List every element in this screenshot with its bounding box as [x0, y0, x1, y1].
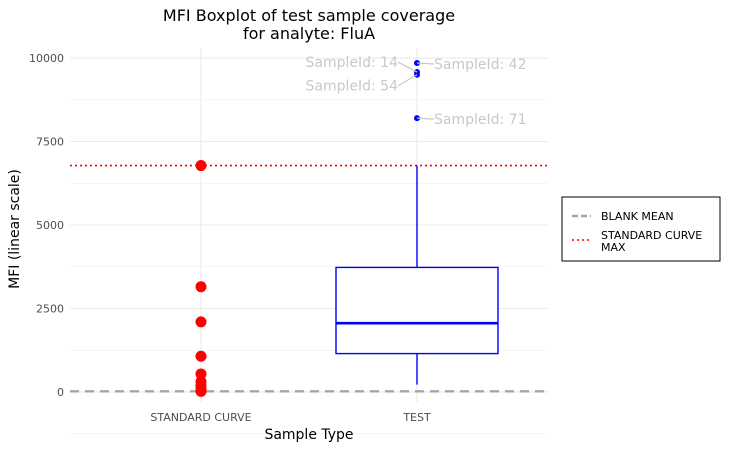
box-iqr	[335, 266, 499, 355]
outlier-label: SampleId: 71	[434, 112, 527, 128]
reference-lines	[70, 164, 548, 393]
standard-curve-point	[195, 350, 207, 362]
standard-curve-point	[195, 160, 207, 172]
legend-label-standard-curve-max-1: STANDARD CURVE	[601, 229, 702, 242]
y-tick-label: 10000	[29, 52, 64, 65]
y-tick-label: 0	[57, 386, 64, 399]
standard-curve-point	[195, 316, 207, 328]
outlier-label: SampleId: 42	[434, 57, 527, 73]
outlier-label: SampleId: 54	[306, 79, 399, 95]
x-axis-ticks: STANDARD CURVE TEST	[150, 411, 431, 424]
x-axis-title: Sample Type	[264, 427, 353, 443]
outlier-annotations: SampleId: 42 SampleId: 14 SampleId: 54 Samp…	[306, 55, 527, 128]
legend-box	[561, 196, 721, 262]
test-boxplot	[335, 165, 499, 385]
standard-curve-point	[195, 385, 207, 397]
annotation-connector	[416, 117, 435, 120]
grid-lines	[70, 48, 548, 434]
x-tick-label: STANDARD CURVE	[150, 411, 251, 424]
legend-label-standard-curve-max-2: MAX	[601, 241, 626, 254]
outlier-label: SampleId: 14	[306, 55, 399, 71]
chart-title-line-2: for analyte: FluA	[243, 24, 375, 43]
standard-curve-point	[195, 281, 207, 293]
chart-title-line-1: MFI Boxplot of test sample coverage	[163, 6, 455, 25]
y-tick-label: 2500	[36, 302, 64, 315]
x-tick-label: TEST	[402, 411, 431, 424]
y-tick-label: 7500	[36, 136, 64, 149]
y-tick-label: 5000	[36, 219, 64, 232]
data-points	[195, 60, 420, 397]
annotation-connector	[397, 74, 418, 87]
annotation-connector	[416, 62, 435, 65]
standard-curve-point	[195, 368, 207, 380]
legend-label-blank-mean: BLANK MEAN	[601, 210, 674, 223]
annotation-connector	[397, 61, 418, 73]
y-axis-ticks: 0 2500 5000 7500 10000	[29, 52, 64, 399]
y-axis-title: MFI (linear scale)	[7, 169, 23, 289]
